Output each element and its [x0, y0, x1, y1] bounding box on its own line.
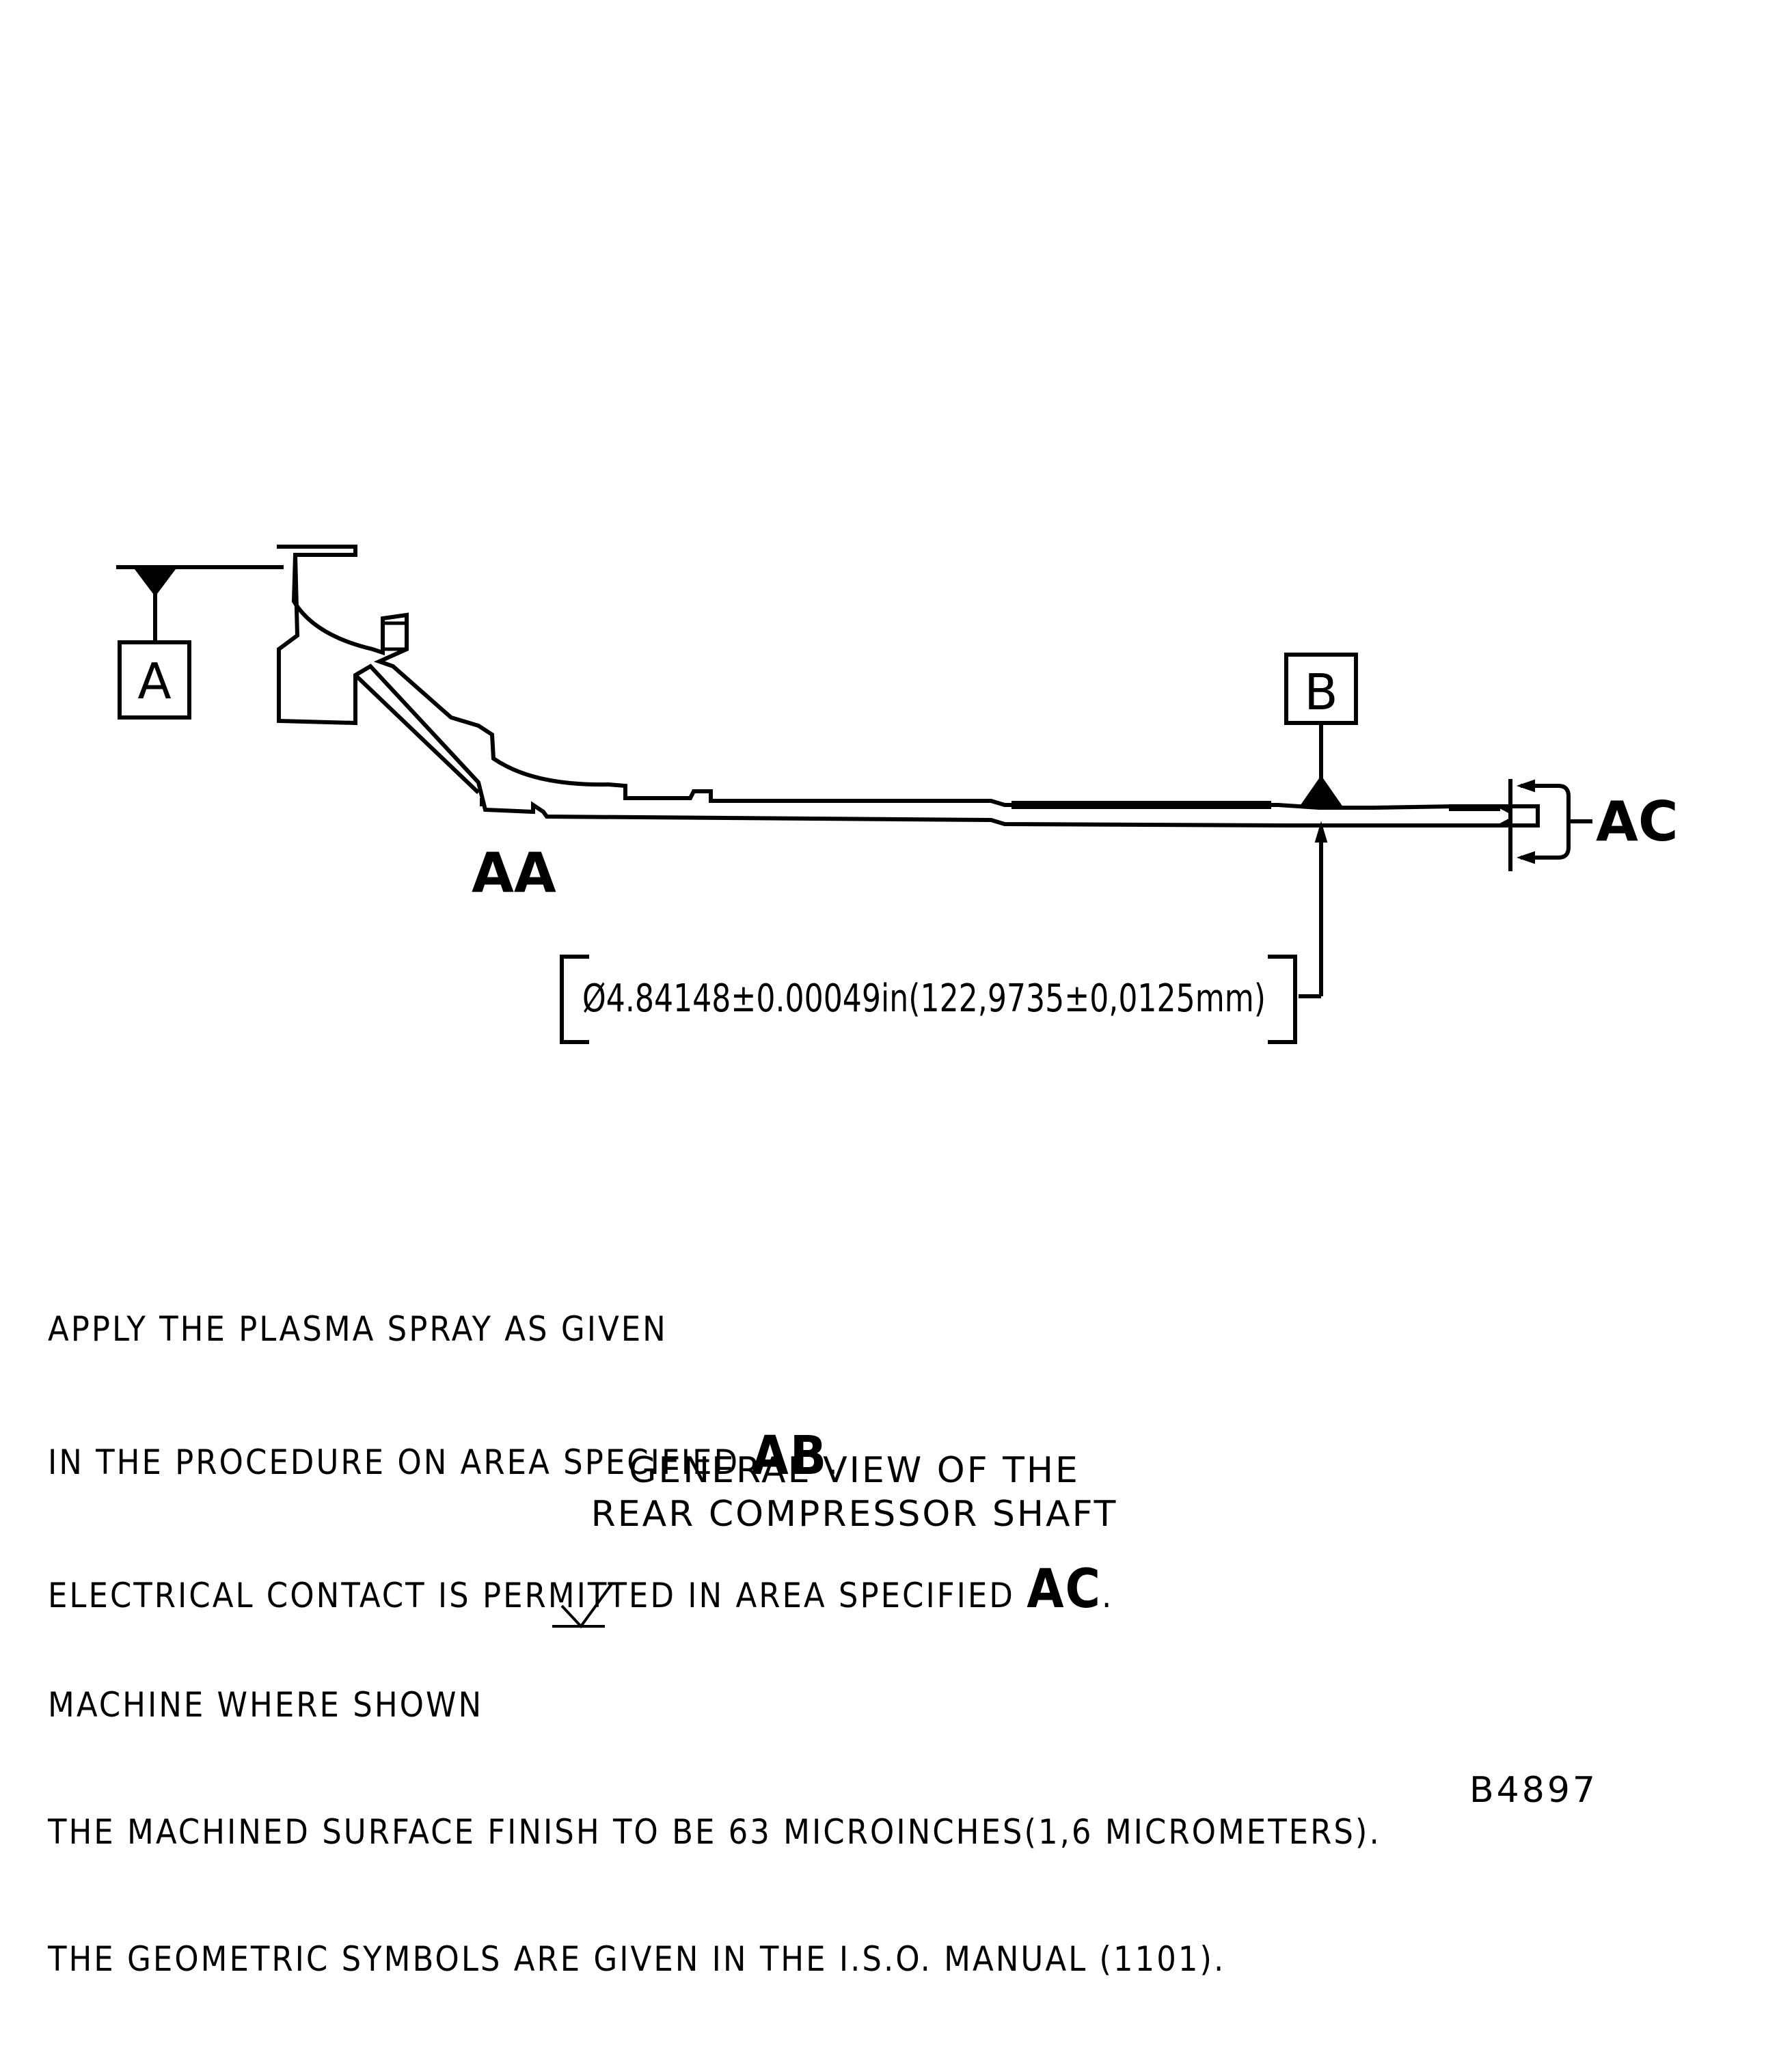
- electrical-note-line: ELECTRICAL CONTACT IS PERMITTED IN AREA …: [48, 1563, 1114, 1617]
- shaft-bore-line: [353, 673, 484, 806]
- diameter-dimension: Ø4.84148±0.00049in(122,9735±0,0125mm): [582, 976, 1266, 1021]
- ac-bracket: [1521, 784, 1571, 860]
- area-ac-label: AC: [1596, 790, 1679, 853]
- area-ab-code: AB: [751, 1425, 828, 1487]
- machining-notes: MACHINE WHERE SHOWN THE MACHINED SURFACE…: [48, 1599, 1381, 2023]
- machining-note-line2: THE MACHINED SURFACE FINISH TO BE 63 MIC…: [48, 1812, 1381, 1852]
- plasma-note-line2-text: IN THE PROCEDURE ON AREA SPECIFIED: [48, 1442, 752, 1482]
- shaft-end-cap: [1500, 804, 1540, 828]
- datum-b-triangle: [1300, 775, 1342, 806]
- dimension-bracket-right: [1268, 955, 1297, 1044]
- figure-reference: B4897: [1469, 1770, 1599, 1811]
- datum-a-triangle: [133, 566, 178, 597]
- area-ac-code: AC: [1027, 1559, 1102, 1620]
- machining-note-line3: THE GEOMETRIC SYMBOLS ARE GIVEN IN THE I…: [48, 1939, 1226, 1979]
- area-aa-label: AA: [472, 841, 556, 905]
- ac-arrow-top: [1516, 779, 1535, 793]
- plasma-note-line2: IN THE PROCEDURE ON AREA SPECIFIED AB.: [48, 1430, 1113, 1483]
- ac-arrow-bottom: [1516, 851, 1535, 864]
- datum-b-label: B: [1304, 664, 1338, 721]
- view-title: GENERAL VIEW OF THE REAR COMPRESSOR SHAF…: [0, 1449, 1709, 1536]
- electrical-note-end: .: [1102, 1576, 1114, 1615]
- datum-a-box: [118, 640, 191, 720]
- plasma-notes: APPLY THE PLASMA SPRAY AS GIVEN IN THE P…: [48, 1223, 1113, 1659]
- flange-bolt-boss: [381, 621, 409, 651]
- surface-finish-icon: [552, 1583, 613, 1629]
- machining-note-line1: MACHINE WHERE SHOWN: [48, 1685, 484, 1725]
- shaft-flange-body: [277, 554, 1512, 828]
- dimension-bracket-left: [560, 955, 589, 1044]
- datum-a-label: A: [137, 653, 171, 710]
- electrical-note-text: ELECTRICAL CONTACT IS PERMITTED IN AREA …: [48, 1576, 1027, 1615]
- plasma-note-line1: APPLY THE PLASMA SPRAY AS GIVEN: [48, 1309, 668, 1349]
- view-title-line2: REAR COMPRESSOR SHAFT: [590, 1494, 1118, 1535]
- view-title-line1: GENERAL VIEW OF THE: [629, 1450, 1080, 1491]
- shaft-profile-upper: [277, 545, 1512, 814]
- plasma-note-line2-end: .: [828, 1442, 840, 1482]
